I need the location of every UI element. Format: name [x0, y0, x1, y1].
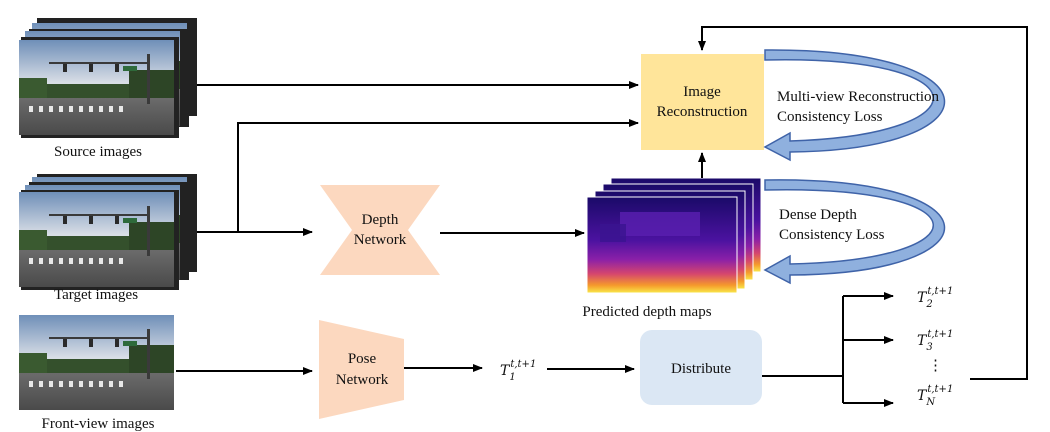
- arrow-feedback-to-recon: [698, 26, 1028, 380]
- front-view-images-label: Front-view images: [42, 416, 155, 432]
- dense-depth-loss-label-2: Consistency Loss: [779, 227, 885, 243]
- arrow-target-to-recon: [237, 119, 639, 232]
- distribute-box: [640, 330, 762, 405]
- pose-network-label-1: Pose: [348, 351, 377, 367]
- target-images-stack: [19, 174, 197, 290]
- dense-depth-loss-label-1: Dense Depth: [779, 207, 857, 223]
- dense-depth-loss-arrow: [763, 179, 946, 285]
- target-images-label: Target images: [54, 287, 138, 303]
- pose-network-label-2: Network: [336, 372, 389, 388]
- depth-network-shape: [320, 185, 440, 275]
- image-reconstruction-label-2: Reconstruction: [657, 104, 748, 120]
- image-reconstruction-label-1: Image: [683, 84, 721, 100]
- depth-network-label-2: Network: [354, 232, 407, 248]
- distribute-label: Distribute: [671, 361, 731, 377]
- multiview-loss-arrow: [763, 49, 946, 162]
- source-images-stack: [19, 18, 197, 138]
- multiview-loss-label-2: Consistency Loss: [777, 109, 883, 125]
- depth-network-label-1: Depth: [362, 212, 399, 228]
- transform-ellipsis: ⋮: [928, 358, 943, 374]
- front-view-image: [19, 315, 174, 410]
- image-reconstruction-box: [641, 54, 764, 150]
- source-images-label: Source images: [54, 144, 142, 160]
- predicted-depth-maps-label: Predicted depth maps: [582, 304, 711, 320]
- pose-network-shape: [319, 320, 404, 419]
- multiview-loss-label-1: Multi-view Reconstruction: [777, 89, 940, 105]
- predicted-depth-maps-stack: [586, 177, 762, 294]
